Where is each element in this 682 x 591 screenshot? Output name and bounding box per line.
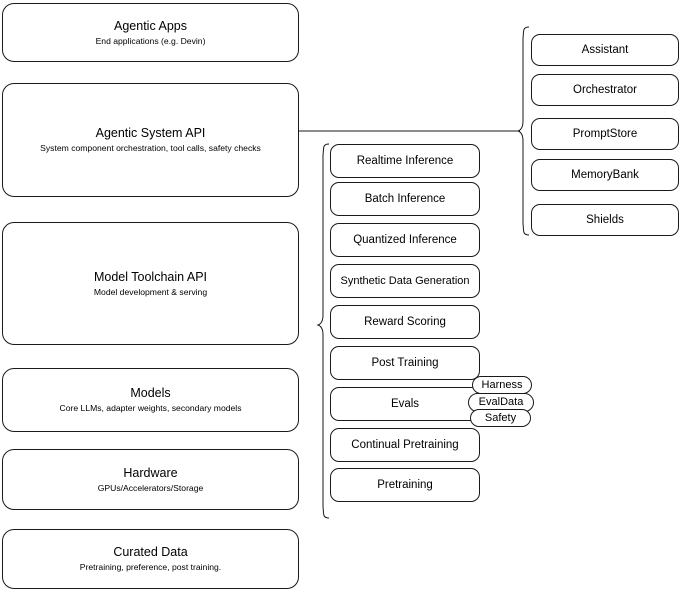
node-evals[interactable]: Evals — [330, 387, 480, 421]
node-post-training[interactable]: Post Training — [330, 346, 480, 380]
stack-layer-model-toolchain-api[interactable]: Model Toolchain API Model development & … — [2, 222, 299, 345]
node-reward-scoring[interactable]: Reward Scoring — [330, 305, 480, 339]
layer-subtitle: Model development & serving — [93, 286, 208, 297]
node-orchestrator[interactable]: Orchestrator — [531, 74, 679, 106]
node-evals-harness[interactable]: Harness — [472, 376, 532, 394]
node-evals-safety[interactable]: Safety — [470, 409, 531, 427]
node-realtime-inference[interactable]: Realtime Inference — [330, 144, 480, 178]
node-memorybank[interactable]: MemoryBank — [531, 159, 679, 191]
layer-title: Agentic System API — [95, 126, 206, 140]
layer-subtitle: Core LLMs, adapter weights, secondary mo… — [59, 403, 242, 413]
layer-subtitle: End applications (e.g. Devin) — [95, 35, 206, 46]
stack-layer-agentic-system-api[interactable]: Agentic System API System component orch… — [2, 83, 299, 197]
layer-title: Agentic Apps — [114, 18, 187, 33]
node-batch-inference[interactable]: Batch Inference — [330, 182, 480, 216]
stack-layer-hardware[interactable]: Hardware GPUs/Accelerators/Storage — [2, 449, 299, 510]
node-assistant[interactable]: Assistant — [531, 34, 679, 66]
layer-title: Curated Data — [113, 545, 188, 559]
node-promptstore[interactable]: PromptStore — [531, 118, 679, 150]
node-quantized-inference[interactable]: Quantized Inference — [330, 223, 480, 257]
layer-subtitle: Pretraining, preference, post training. — [79, 562, 222, 572]
brace-toolchain-capabilities — [318, 144, 329, 518]
brace-system-components — [518, 27, 529, 235]
node-shields[interactable]: Shields — [531, 204, 679, 236]
layer-title: Models — [130, 386, 171, 400]
layer-title: Model Toolchain API — [93, 269, 208, 284]
stack-layer-models[interactable]: Models Core LLMs, adapter weights, secon… — [2, 368, 299, 432]
layer-subtitle: System component orchestration, tool cal… — [40, 143, 261, 153]
node-synthetic-data-generation[interactable]: Synthetic Data Generation — [330, 264, 480, 298]
node-continual-pretraining[interactable]: Continual Pretraining — [330, 428, 480, 462]
layer-subtitle: GPUs/Accelerators/Storage — [97, 482, 204, 493]
layer-title: Hardware — [123, 465, 178, 480]
node-pretraining[interactable]: Pretraining — [330, 468, 480, 502]
stack-layer-curated-data[interactable]: Curated Data Pretraining, preference, po… — [2, 529, 299, 589]
stack-layer-agentic-apps[interactable]: Agentic Apps End applications (e.g. Devi… — [2, 3, 299, 62]
